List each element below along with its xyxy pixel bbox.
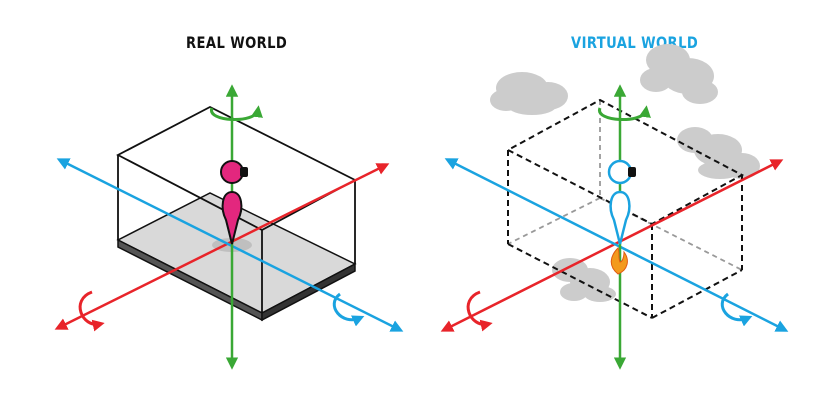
- blue-axis: [444, 158, 789, 332]
- cloud-icon: [677, 127, 760, 179]
- green-rotation-arrow-icon: [598, 105, 651, 122]
- cloud-icon: [490, 72, 568, 115]
- red-axis: [54, 163, 390, 330]
- blue-rotation-arrow-icon: [720, 292, 753, 327]
- real-world-title: REAL WORLD: [186, 33, 288, 52]
- green-rotation-arrow-icon: [210, 105, 263, 122]
- person-figure-icon: [607, 159, 636, 245]
- blue-rotation-arrow-icon: [332, 292, 365, 327]
- virtual-world-panel: [440, 44, 789, 370]
- real-world-panel: [54, 84, 404, 370]
- red-rotation-arrow-icon: [78, 290, 105, 332]
- red-rotation-arrow-icon: [466, 290, 493, 332]
- hidden-edges: [507, 100, 743, 271]
- red-axis: [440, 159, 784, 332]
- cloud-icon: [640, 44, 718, 104]
- person-figure-icon: [220, 160, 248, 245]
- flame-icon: [610, 247, 628, 275]
